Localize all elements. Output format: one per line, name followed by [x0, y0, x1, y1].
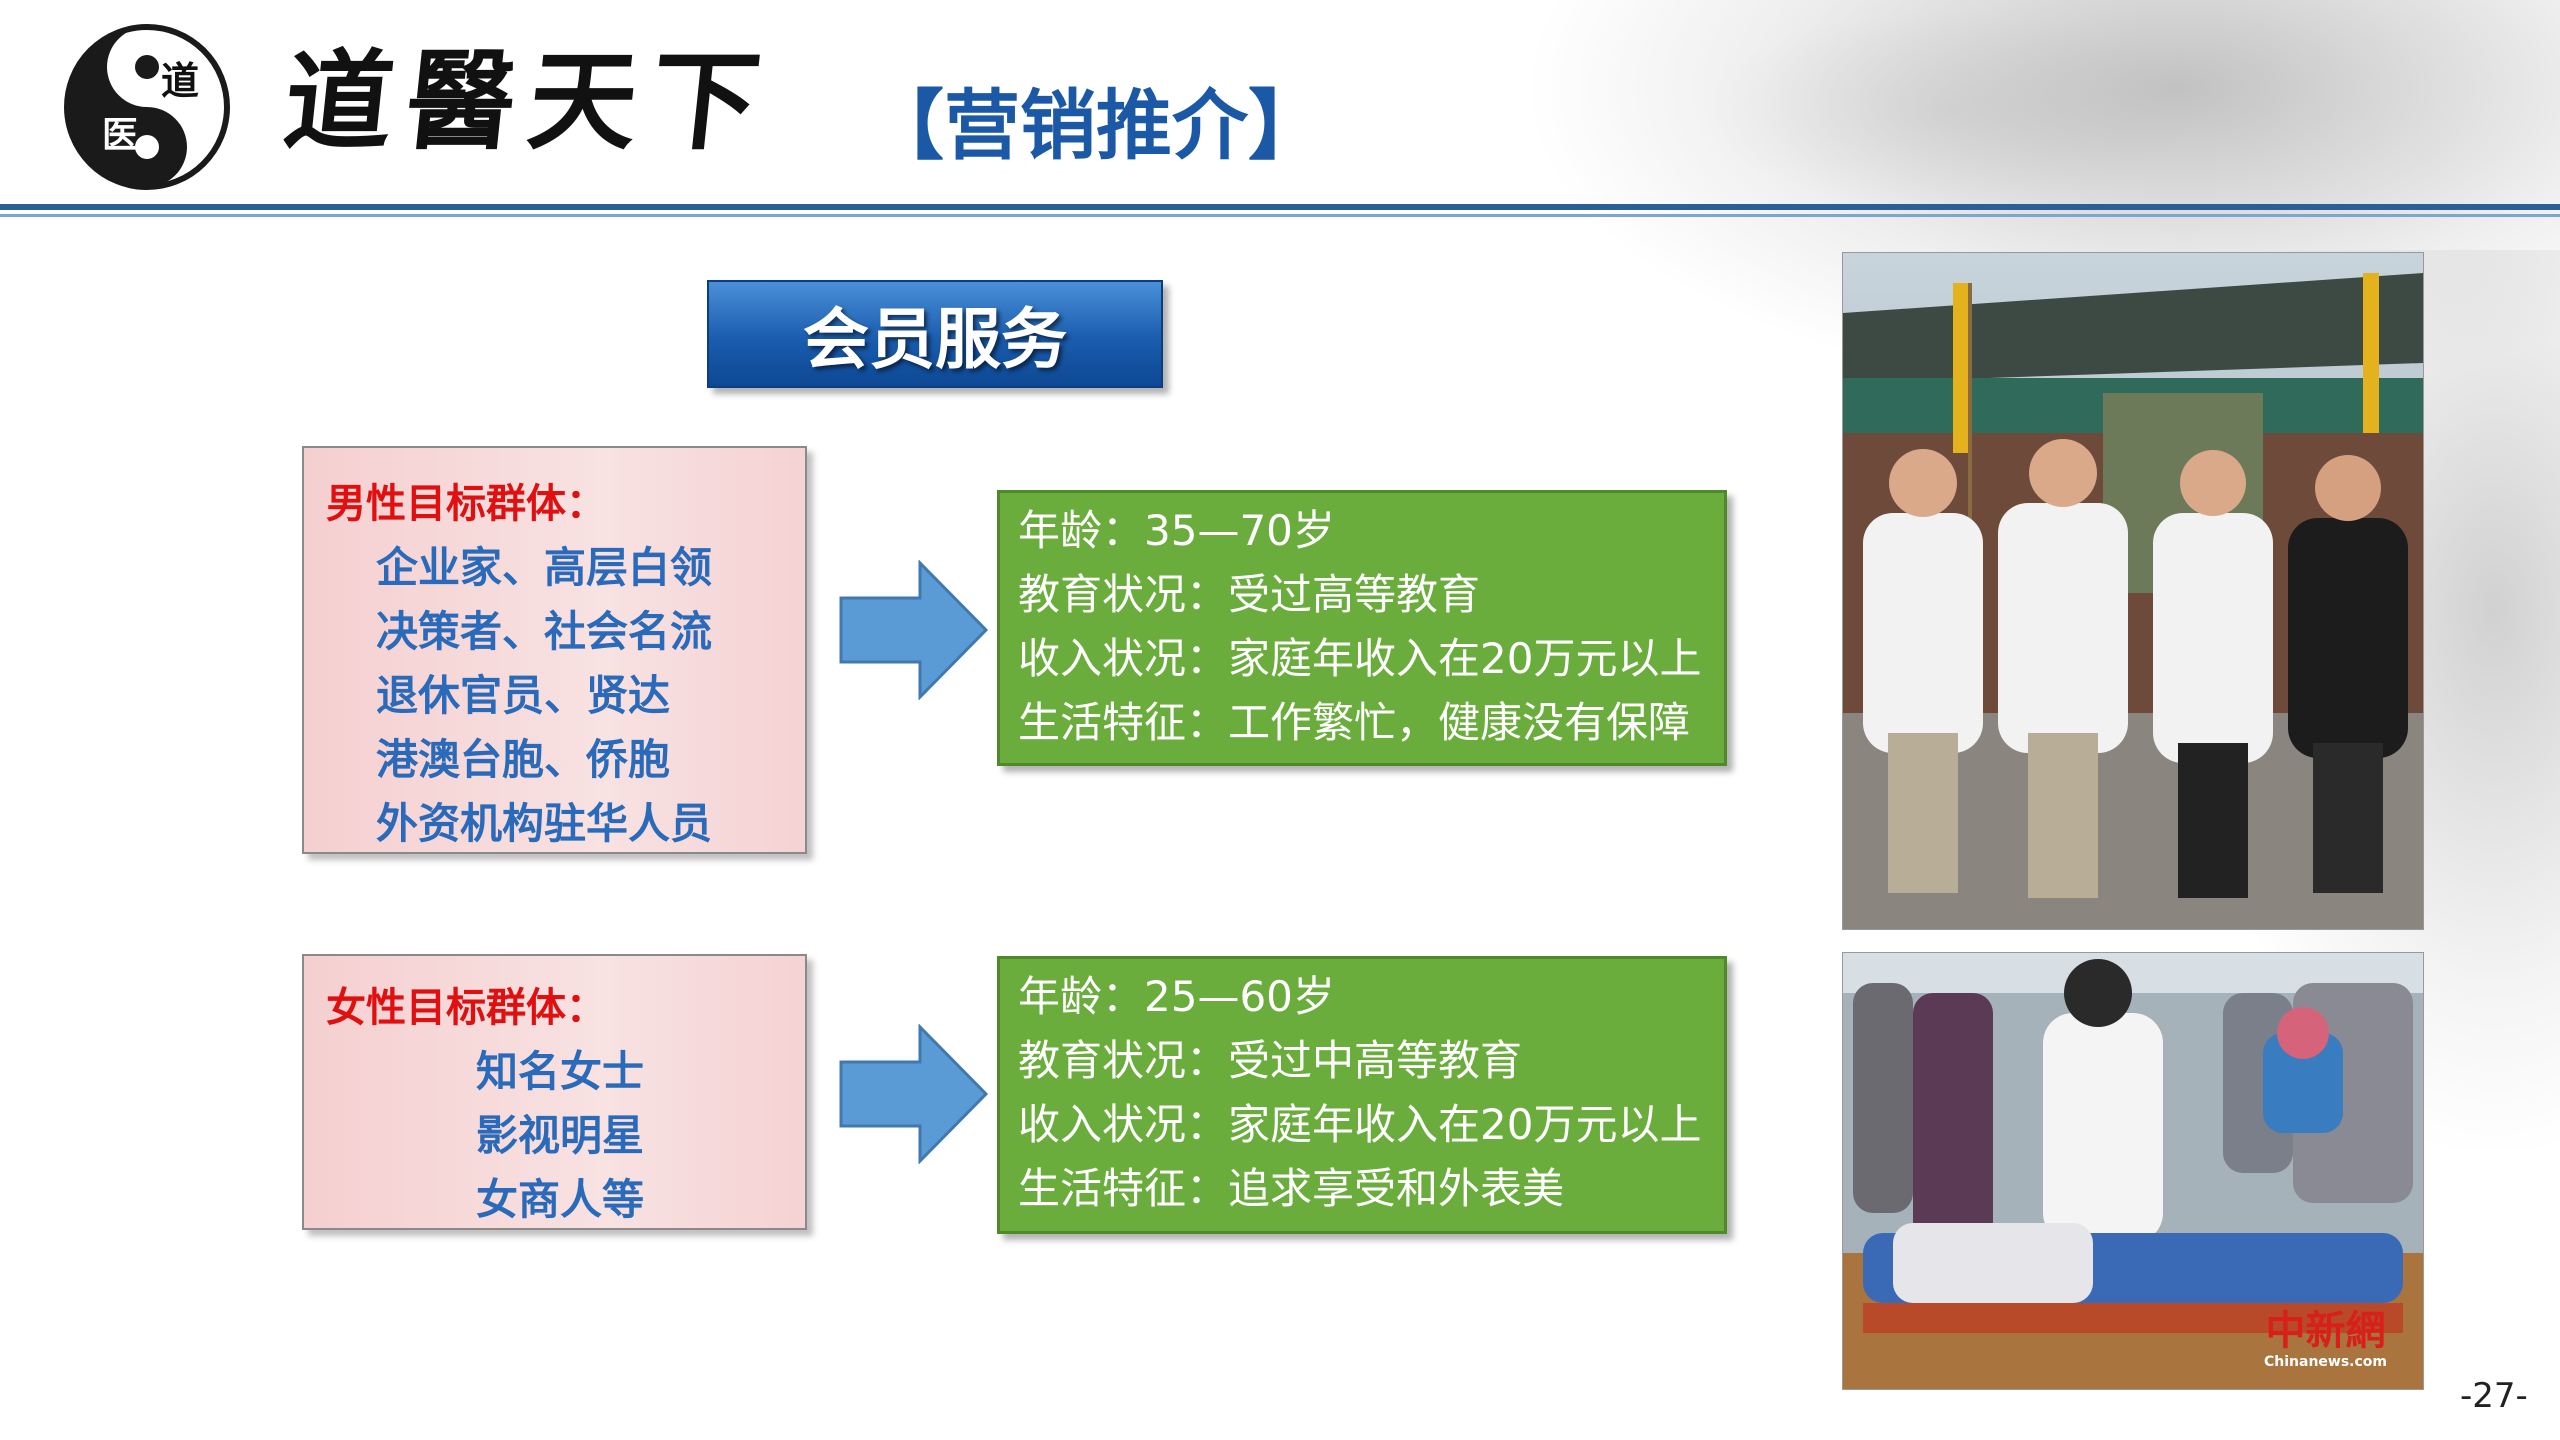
list-item: 年龄：35—70岁 [1018, 506, 1335, 555]
list-item: 教育状况：受过高等教育 [1018, 570, 1481, 619]
list-item: 女商人等 [476, 1175, 645, 1224]
list-item: 生活特征：追求享受和外表美 [1018, 1164, 1565, 1213]
female-target-box: 女性目标群体： 知名女士 影视明星 女商人等 [302, 954, 807, 1230]
list-item: 企业家、高层白领 [376, 543, 713, 592]
logo-char-yi: 医 [102, 114, 138, 156]
list-item: 教育状况：受过中高等教育 [1018, 1036, 1523, 1085]
male-target-box: 男性目标群体： 企业家、高层白领 决策者、社会名流 退休官员、贤达 港澳台胞、侨… [302, 446, 807, 854]
right-arrow-icon [838, 559, 990, 701]
list-item: 收入状况：家庭年收入在20万元以上 [1018, 634, 1702, 683]
brand-title: 道醫天下 [278, 39, 780, 165]
female-profile-box: 年龄：25—60岁 教育状况：受过中高等教育 收入状况：家庭年收入在20万元以上… [997, 956, 1727, 1234]
list-item: 影视明星 [476, 1111, 645, 1160]
header-divider-thin [0, 214, 2560, 217]
photo-watermark-en: Chinanews.com [2263, 1354, 2387, 1370]
page-subtitle: 【营销推介】 [868, 81, 1324, 170]
list-item: 退休官员、贤达 [376, 671, 671, 720]
list-item: 知名女士 [476, 1047, 645, 1096]
page-number: -27- [2460, 1376, 2528, 1416]
list-item: 年龄：25—60岁 [1018, 972, 1335, 1021]
group-photo [1842, 252, 2424, 930]
list-item: 港澳台胞、侨胞 [376, 735, 671, 784]
logo-char-dao: 道 [161, 58, 199, 103]
list-item: 决策者、社会名流 [376, 607, 713, 656]
male-target-title: 男性目标群体： [326, 481, 606, 527]
list-item: 生活特征：工作繁忙，健康没有保障 [1018, 698, 1691, 747]
photo-watermark: 中新網 Chinanews.com [2263, 1307, 2387, 1370]
female-target-title: 女性目标群体： [326, 985, 606, 1031]
list-item: 外资机构驻华人员 [376, 799, 713, 848]
photo-watermark-cn: 中新網 [2265, 1307, 2386, 1354]
list-item: 收入状况：家庭年收入在20万元以上 [1018, 1100, 1702, 1149]
massage-photo: 中新網 Chinanews.com [1842, 952, 2424, 1390]
yin-yang-logo: 道 医 [62, 22, 232, 192]
ink-wash-decoration [1700, 10, 2200, 210]
section-title: 会员服务 [707, 280, 1163, 388]
right-arrow-icon [838, 1023, 990, 1165]
male-profile-box: 年龄：35—70岁 教育状况：受过高等教育 收入状况：家庭年收入在20万元以上 … [997, 490, 1727, 766]
header-divider [0, 204, 2560, 210]
